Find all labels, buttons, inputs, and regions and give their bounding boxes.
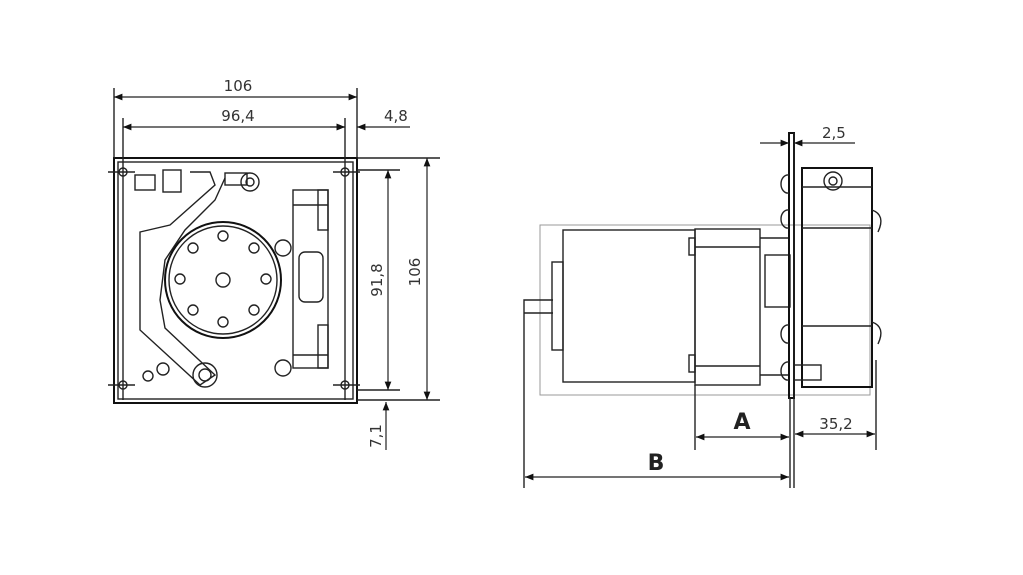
- front-view: 106 96,4 4,8 91,8 106 7,1: [108, 77, 440, 450]
- tube-holder: [292, 189, 329, 369]
- rotor: [164, 221, 282, 339]
- dim-height-overall: 106: [406, 258, 424, 287]
- knob-icon: [240, 172, 260, 192]
- side-view: 2,5 A B 35,2: [523, 124, 882, 488]
- dim-offset: 4,8: [384, 107, 408, 125]
- brand-label: [298, 251, 324, 303]
- dim-width-inner: 96,4: [221, 107, 254, 125]
- mounting-plate: [788, 132, 795, 399]
- pump-head: [801, 167, 873, 388]
- dim-bottom: 7,1: [367, 424, 385, 448]
- dim-b: B: [648, 451, 665, 476]
- pump-frame: [113, 157, 358, 404]
- dim-height-inner: 91,8: [368, 263, 386, 296]
- gearbox: [694, 228, 761, 386]
- dim-width-overall: 106: [224, 77, 253, 95]
- occlusion-lever: [139, 171, 226, 386]
- dim-plate: 2,5: [822, 124, 846, 142]
- dim-a: A: [733, 410, 750, 435]
- dim-head-depth: 35,2: [819, 415, 852, 433]
- motor-body: [562, 229, 696, 383]
